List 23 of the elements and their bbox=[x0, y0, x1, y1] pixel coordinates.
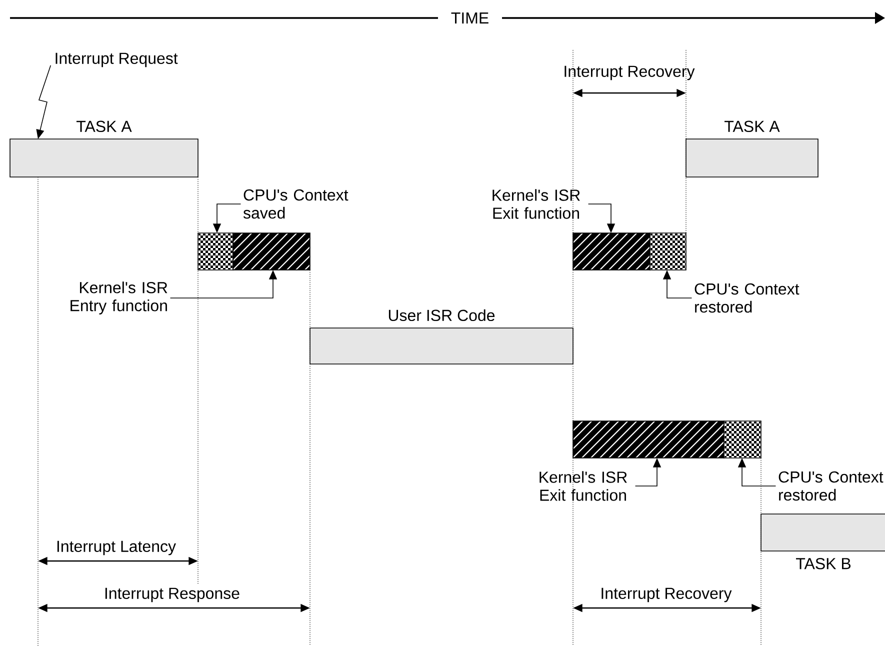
code-bar: User ISR Code bbox=[310, 309, 574, 364]
hatched-segment bbox=[232, 232, 310, 270]
hatched-segment bbox=[572, 420, 724, 458]
node-label: TASK B bbox=[796, 558, 851, 570]
dimension-label: Interrupt Response bbox=[105, 588, 240, 602]
annotation-text: Kernel's ISR Entry function bbox=[70, 282, 168, 314]
task-bar: TASK B bbox=[760, 514, 885, 570]
hatched-segment bbox=[572, 232, 650, 270]
annotation-text: Kernel's ISR Exit function bbox=[540, 471, 627, 501]
annotation-text: CPU's Context restored bbox=[778, 471, 884, 501]
annotation-text: Kernel's ISR Exit function bbox=[492, 189, 580, 219]
dimension-label: Interrupt Recovery bbox=[602, 588, 732, 602]
annotation-text: CPU's Context saved bbox=[243, 189, 348, 219]
dimension-label: Interrupt Latency bbox=[57, 540, 176, 556]
task-bar: TASK A bbox=[686, 120, 818, 178]
annotation-text: CPU's Context restored bbox=[694, 283, 800, 313]
task-bar: TASK A bbox=[10, 120, 198, 178]
node-label: User ISR Code bbox=[388, 309, 495, 322]
axis-label: TIME bbox=[451, 12, 488, 24]
node-label: TASK A bbox=[76, 120, 132, 132]
dimension-label: Interrupt Recovery bbox=[564, 66, 695, 80]
node-label: TASK A bbox=[724, 120, 780, 132]
annotation-text: Interrupt Request bbox=[56, 52, 178, 68]
